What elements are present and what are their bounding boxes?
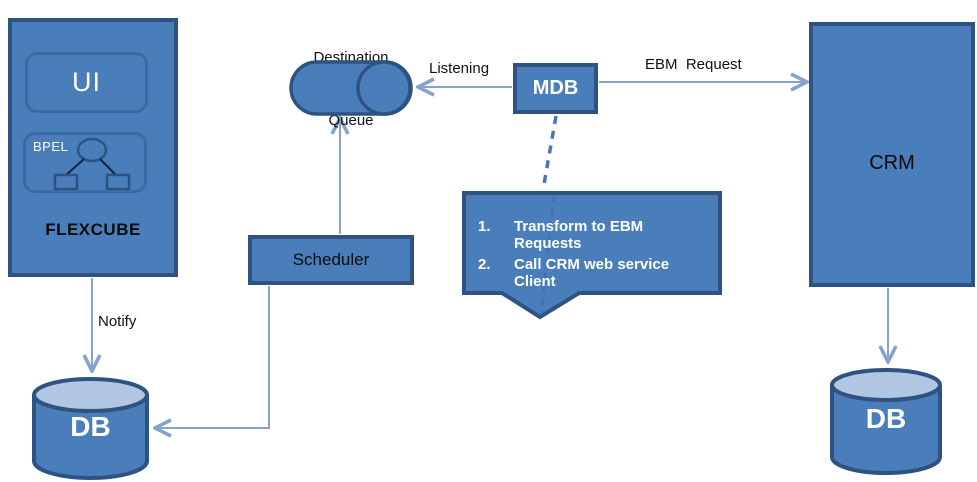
db-left: DB: [30, 375, 151, 482]
mdb-to-callout-dashed-line: [541, 115, 558, 191]
bpel-box: BPEL: [23, 132, 147, 193]
mdb-label: MDB: [532, 77, 579, 99]
notify-label: Notify: [98, 313, 137, 330]
db-right: DB: [828, 365, 944, 478]
ui-box: UI: [25, 52, 148, 113]
ebm-request-label: EBM Request: [645, 56, 742, 73]
mdb-box: MDB: [513, 63, 598, 114]
queue-cylinder-icon: [289, 60, 413, 116]
scheduler-label: Scheduler: [292, 250, 370, 269]
callout-text: 1. Transform to EBM Requests 2. Call CRM…: [478, 218, 708, 290]
callout-note: 1. Transform to EBM Requests 2. Call CRM…: [462, 191, 724, 323]
destination-queue: [288, 59, 414, 117]
crm-box: CRM: [809, 22, 975, 287]
ui-label: UI: [72, 67, 101, 97]
crm-label: CRM: [869, 152, 915, 174]
bpel-process-tree-icon: [53, 137, 131, 190]
flexcube-label: FLEXCUBE: [45, 220, 141, 239]
database-cylinder-icon: [32, 377, 149, 480]
listening-label: Listening: [429, 60, 490, 77]
callout-item: 1. Transform to EBM Requests: [478, 218, 644, 252]
callout-item: 2. Call CRM web service Client: [478, 256, 670, 290]
db-left-label: DB: [70, 411, 111, 443]
scheduler-box: Scheduler: [248, 235, 414, 285]
database-cylinder-icon: [830, 368, 942, 475]
bpel-label: BPEL: [33, 139, 69, 154]
flexcube-box: UI BPEL FLEXCUBE: [8, 18, 178, 277]
callout-shape: [462, 191, 722, 320]
db-right-label: DB: [865, 403, 907, 435]
scheduler-to-db-arrow: [157, 286, 270, 428]
